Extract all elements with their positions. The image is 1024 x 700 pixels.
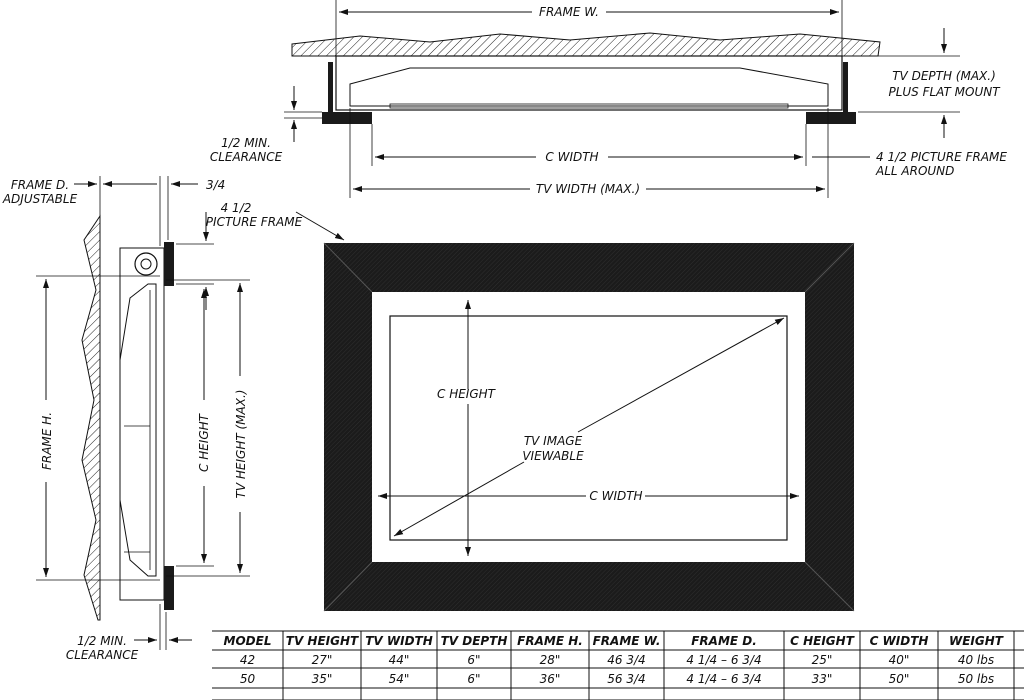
front-view: C HEIGHT C WIDTH TV IMAGE VIEWABLE [323,242,855,612]
side-clearance-label-2: CLEARANCE [66,648,139,662]
three-quarter-label: 3/4 [206,178,225,192]
frame-d-label-2: ADJUSTABLE [2,192,78,206]
table-text: MODEL TV HEIGHT TV WIDTH TV DEPTH FRAME H. FR… [224,634,1004,686]
table-cell: 54" [389,672,410,686]
table-cell: 6" [467,653,480,667]
table-header: MODEL [224,634,272,648]
table-cell: 44" [389,653,410,667]
top-right-frame-end [806,112,856,124]
table-cell: 33" [812,672,833,686]
top-tv-width-label: TV WIDTH (MAX.) [536,182,640,196]
top-c-width-label: C WIDTH [545,150,598,164]
table-cell: 28" [540,653,561,667]
table-header: TV DEPTH [441,634,508,648]
frame-opening [372,292,805,562]
tv-screen [389,315,788,541]
table-header: TV WIDTH [365,634,433,648]
tv-height-label: TV HEIGHT (MAX.) [234,390,248,499]
side-wall [81,214,101,621]
table-cell: 27" [312,653,333,667]
side-frame-bottom [164,566,174,610]
top-picture-frame-label-2: ALL AROUND [875,164,954,178]
table-cell: 50" [889,672,910,686]
viewable-label-1: TV IMAGE [524,434,583,448]
table-header: TV HEIGHT [286,634,359,648]
table-cell: 4 1/4 – 6 3/4 [686,672,761,686]
table-grid [212,630,1024,700]
side-picture-frame-label-2: PICTURE FRAME [206,215,303,229]
side-picture-frame-label-1: 4 1/2 [221,201,252,215]
top-left-frame-end [322,112,372,124]
side-view: FRAME D. ADJUSTABLE 3/4 4 1/2 PICTURE FR… [2,176,345,662]
table-header: FRAME H. [517,634,583,648]
spec-table: MODEL TV HEIGHT TV WIDTH TV DEPTH FRAME H. FR… [212,630,1024,700]
top-frame-box [335,55,843,111]
table-cell: 50 lbs [958,672,994,686]
table-cell: 4 1/4 – 6 3/4 [686,653,761,667]
side-tv-profile [119,283,157,577]
viewable-label-2: VIEWABLE [522,449,584,463]
top-left-bracket [328,62,333,114]
table-cell: 50 [240,672,256,686]
table-header: FRAME D. [691,634,757,648]
table-cell: 36" [540,672,561,686]
table-cell: 46 3/4 [607,653,645,667]
side-box [119,247,165,601]
table-cell: 42 [240,653,255,667]
tv-depth-label-1: TV DEPTH (MAX.) [892,69,996,83]
tv-depth-label-2: PLUS FLAT MOUNT [888,85,1001,99]
front-c-height-label: C HEIGHT [437,387,497,401]
top-tv-body [349,67,829,107]
top-view: FRAME W. TV DEPTH (MAX.) PLUS FLAT MOUNT… [210,0,1007,198]
frame-d-label-1: FRAME D. [11,178,69,192]
table-cell: 6" [467,672,480,686]
table-header: FRAME W. [593,634,661,648]
table-cell: 25" [812,653,833,667]
table-cell: 35" [312,672,333,686]
top-picture-frame-label-1: 4 1/2 PICTURE FRAME [876,150,1007,164]
side-clearance-label-1: 1/2 MIN. [77,634,127,648]
top-clearance-label-2: CLEARANCE [210,150,283,164]
table-cell: 56 3/4 [607,672,645,686]
top-wall [291,32,881,57]
frame-h-label: FRAME H. [40,412,54,470]
table-header: C WIDTH [870,634,929,648]
table-cell: 40" [889,653,910,667]
table-header: WEIGHT [949,634,1004,648]
top-clearance-label-1: 1/2 MIN. [221,136,271,150]
side-frame-top [164,242,174,286]
table-header: C HEIGHT [790,634,855,648]
side-mount-knob [134,252,158,276]
front-c-width-label: C WIDTH [589,489,642,503]
top-right-bracket [843,62,848,114]
frame-w-label: FRAME W. [539,5,599,19]
side-c-height-label: C HEIGHT [197,412,211,472]
table-cell: 40 lbs [958,653,994,667]
